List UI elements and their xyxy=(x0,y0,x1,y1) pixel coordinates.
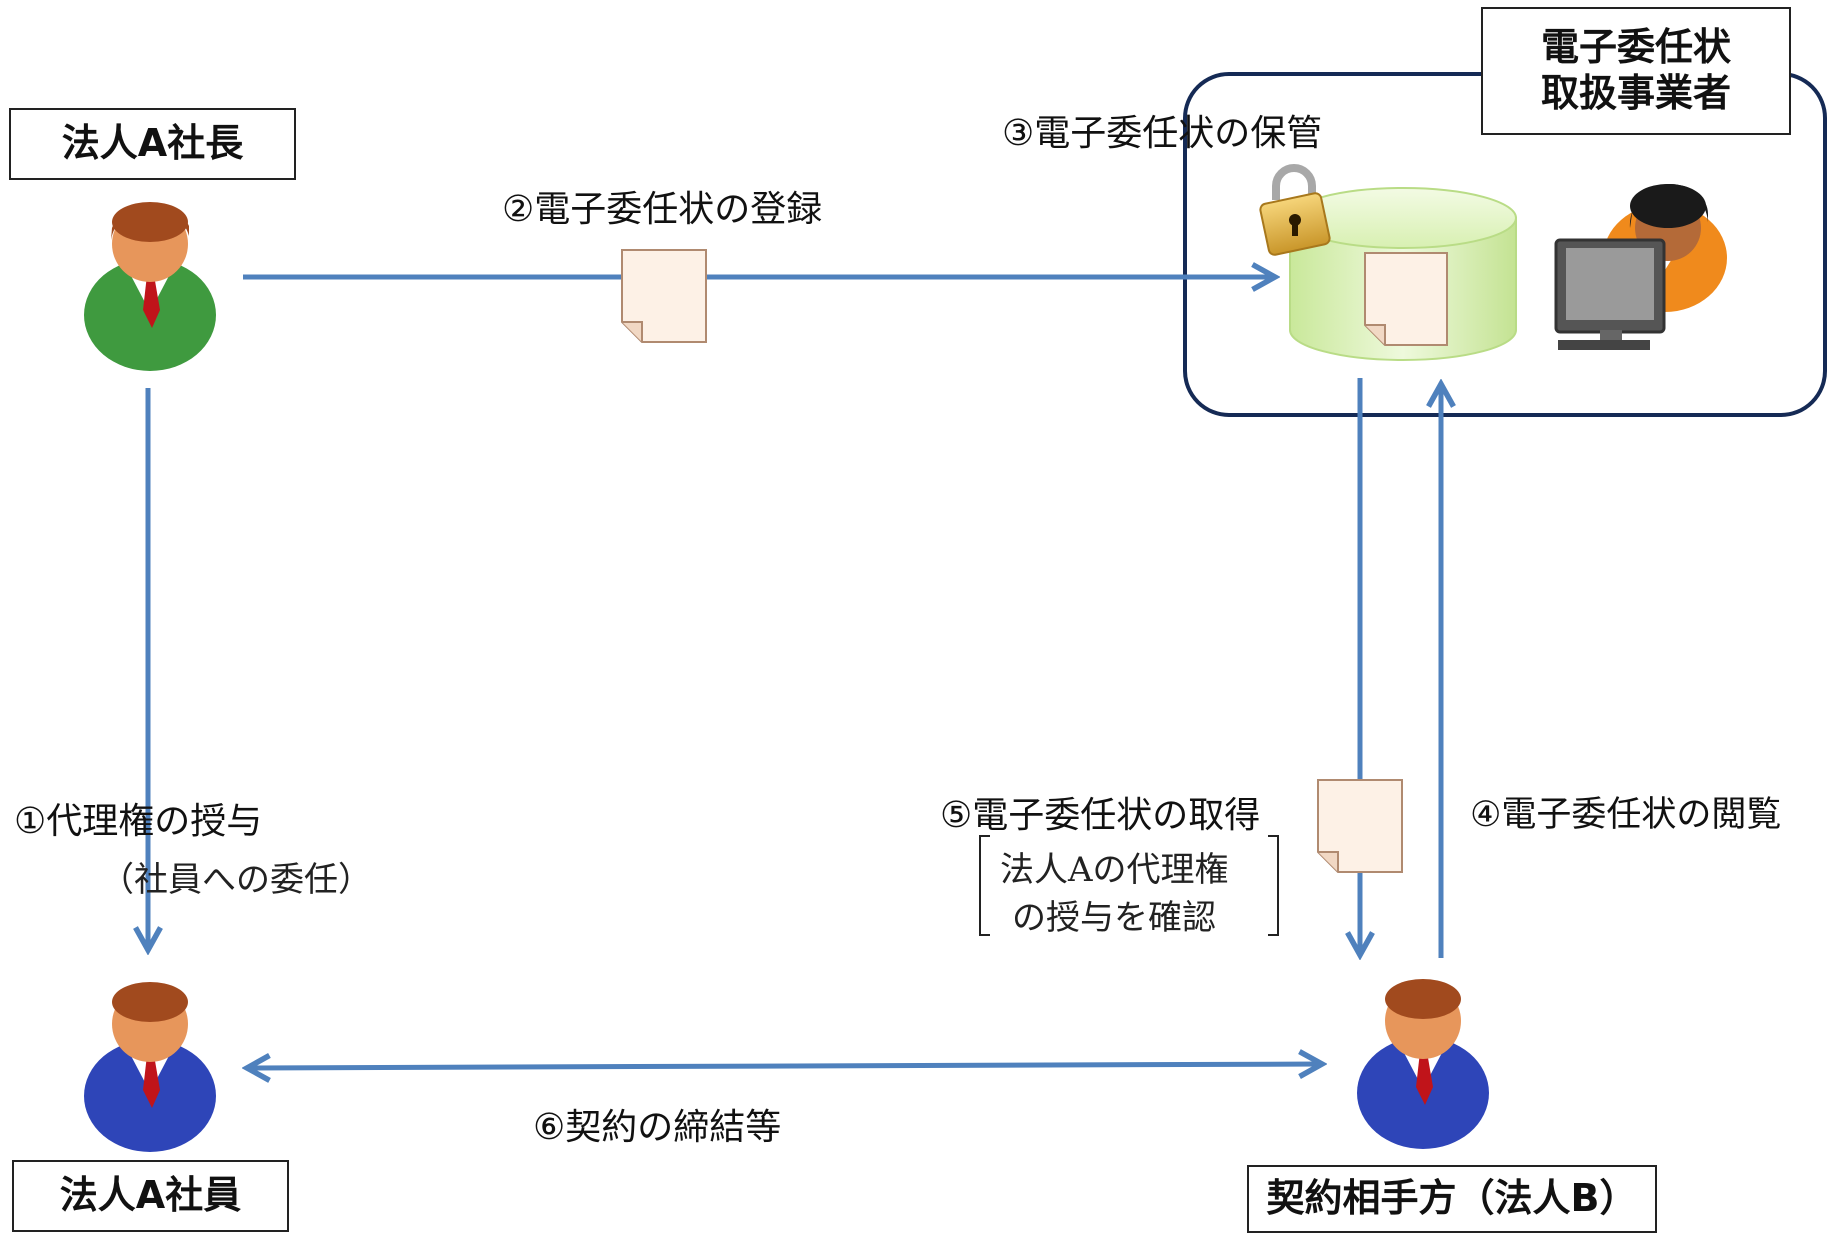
note-bracket-right xyxy=(1268,835,1279,936)
step3-label: ③電子委任状の保管 xyxy=(1002,113,1323,154)
arrow-step6 xyxy=(247,1064,1322,1068)
provider-box: 電子委任状 取扱事業者 xyxy=(1481,7,1791,135)
counterparty-box: 契約相手方（法人B） xyxy=(1247,1165,1657,1233)
document-icon xyxy=(1317,779,1403,873)
president-box: 法人A社長 xyxy=(9,108,296,180)
note-bracket-left xyxy=(979,835,990,936)
step1-note: （社員への委任） xyxy=(100,860,372,900)
person-president-icon xyxy=(84,202,216,371)
provider-line1: 電子委任状 xyxy=(1540,25,1731,70)
person-counterparty-icon xyxy=(1357,979,1489,1149)
step4-label: ④電子委任状の閲覧 xyxy=(1470,795,1782,835)
step6-label: ⑥契約の締結等 xyxy=(533,1107,782,1148)
lock-icon xyxy=(1259,164,1331,256)
step5-note-line2: の授与を確認 xyxy=(1012,898,1216,938)
operator-icon xyxy=(1554,184,1727,350)
person-employee-icon xyxy=(84,982,216,1152)
employee-box: 法人A社員 xyxy=(12,1160,289,1232)
step5-note-line1: 法人Aの代理権 xyxy=(1000,850,1229,890)
provider-line2: 取扱事業者 xyxy=(1540,71,1731,115)
step1-label: ①代理権の授与 xyxy=(14,801,263,842)
step5-label: ⑤電子委任状の取得 xyxy=(940,795,1261,836)
step2-label: ②電子委任状の登録 xyxy=(502,189,823,230)
document-icon xyxy=(621,249,707,343)
database-icon xyxy=(1289,187,1517,361)
